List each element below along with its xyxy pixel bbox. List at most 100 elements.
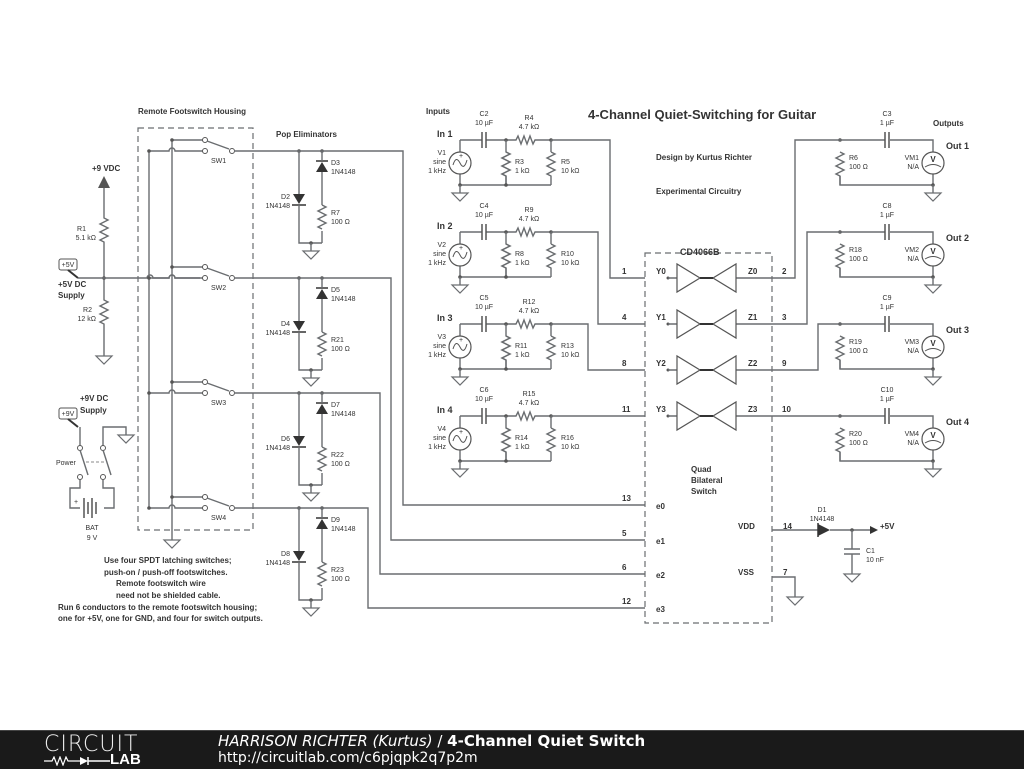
diode-part: 1N4148 — [331, 411, 356, 418]
svg-text:+: + — [74, 499, 78, 506]
buffer-icon — [676, 354, 702, 386]
input-wire-y1 — [551, 231, 645, 325]
project-name[interactable]: 4-Channel Quiet Switch — [447, 732, 646, 750]
diode-icon — [316, 289, 328, 299]
resistor-diode-icon — [44, 756, 110, 766]
diode-name: D9 — [331, 517, 340, 524]
rail-5v-label: +5V — [880, 522, 895, 531]
diode-part: 1N4148 — [265, 330, 290, 337]
pin-name: Y3 — [656, 405, 666, 414]
pin-name: e0 — [656, 502, 665, 511]
input-label: In 2 — [437, 221, 453, 231]
res-name: R3 — [515, 159, 524, 166]
vdd-label: VDD — [738, 522, 755, 531]
capacitor-icon — [481, 316, 487, 332]
resistor-name: R7 — [331, 210, 340, 217]
source-freq: 1 kHz — [428, 352, 446, 359]
source-name: V1 — [437, 150, 446, 157]
svg-text:V: V — [930, 155, 936, 164]
project-url[interactable]: http://circuitlab.com/c6pjqpk2q7p2m — [218, 750, 478, 766]
tag-5v: +5V — [62, 262, 75, 269]
note-line: Remote footswitch wire — [116, 579, 206, 588]
circuitlab-logo[interactable]: CIRCUIT LAB — [44, 732, 174, 768]
meter-value: N/A — [907, 256, 919, 263]
experimental-note: Experimental Circuitry — [656, 187, 742, 196]
cap-value: 10 µF — [475, 304, 493, 311]
capacitor-icon — [481, 132, 487, 148]
cap-value: 1 µF — [880, 304, 894, 311]
supply9-line2: Supply — [80, 406, 107, 415]
switch-label: SW1 — [211, 158, 226, 165]
res-name: R4 — [525, 115, 534, 122]
pin-name: Z2 — [748, 359, 758, 368]
diode-icon — [293, 551, 305, 561]
source-type: sine — [433, 343, 446, 350]
vss-pin: 7 — [783, 568, 788, 577]
res-value: 10 kΩ — [561, 352, 579, 359]
pin-number: 6 — [622, 563, 627, 572]
switch-label: SW3 — [211, 400, 226, 407]
cap-value: 10 µF — [475, 212, 493, 219]
footer-bar: CIRCUIT LAB HARRISON RICHTER (Kurtus) / … — [0, 730, 1024, 769]
diode-name: D4 — [281, 321, 290, 328]
switch-label: SW4 — [211, 515, 226, 522]
meter-value: N/A — [907, 440, 919, 447]
buffer-icon — [711, 308, 737, 340]
author-name[interactable]: HARRISON RICHTER (Kurtus) — [218, 732, 433, 750]
capacitor-icon — [884, 316, 890, 332]
ground-icon — [301, 250, 321, 260]
control-wire-e0 — [253, 150, 645, 506]
logo-text-lab: LAB — [110, 751, 141, 768]
voltmeter-icon — [921, 243, 945, 267]
diode-name: D7 — [331, 402, 340, 409]
res-value: 10 kΩ — [561, 168, 579, 175]
tag-9v: +9V — [62, 411, 75, 418]
res-name: R11 — [515, 343, 527, 350]
note-line: one for +5V, one for GND, and four for s… — [58, 614, 263, 623]
pin-name: Y1 — [656, 313, 666, 322]
source-type: sine — [433, 251, 446, 258]
c1-value: 10 nF — [866, 557, 884, 564]
pin-number: 1 — [622, 267, 627, 276]
diode-icon — [293, 436, 305, 446]
diode-part: 1N4148 — [331, 296, 356, 303]
battery-value: 9 V — [87, 535, 98, 542]
pin-name: Z3 — [748, 405, 758, 414]
res-value: 10 kΩ — [561, 444, 579, 451]
diode-name: D2 — [281, 194, 290, 201]
pin-name: Y0 — [656, 267, 666, 276]
svg-text:+: + — [459, 429, 463, 436]
control-wire-e2 — [253, 392, 645, 575]
pin-number: 11 — [622, 405, 631, 414]
diode-icon — [293, 194, 305, 204]
vdd-pin: 14 — [783, 522, 792, 531]
resistor-value: 100 Ω — [331, 461, 350, 468]
res-value: 1 kΩ — [515, 352, 530, 359]
footswitch-3: SW3 — [147, 379, 253, 407]
cap-value: 1 µF — [880, 396, 894, 403]
resistor-name: R22 — [331, 452, 344, 459]
buffer-icon — [711, 354, 737, 386]
supply9-line1: +9V DC — [80, 394, 108, 403]
supply-9v: +9V DC Supply +9V Power + BAT 9 V — [56, 394, 136, 542]
footswitch-2: SW2 — [147, 264, 253, 292]
output-label: Out 3 — [946, 325, 969, 335]
note-line: Run 6 conductors to the remote footswitc… — [58, 603, 257, 612]
res-value: 4.7 kΩ — [519, 308, 539, 315]
housing-ground-icon — [162, 539, 182, 549]
res-value: 1 kΩ — [515, 260, 530, 267]
note-line: push-on / push-off footswitches. — [104, 568, 228, 577]
res-value: 4.7 kΩ — [519, 400, 539, 407]
cap-name: C8 — [883, 203, 892, 210]
pin-name: e2 — [656, 571, 665, 580]
